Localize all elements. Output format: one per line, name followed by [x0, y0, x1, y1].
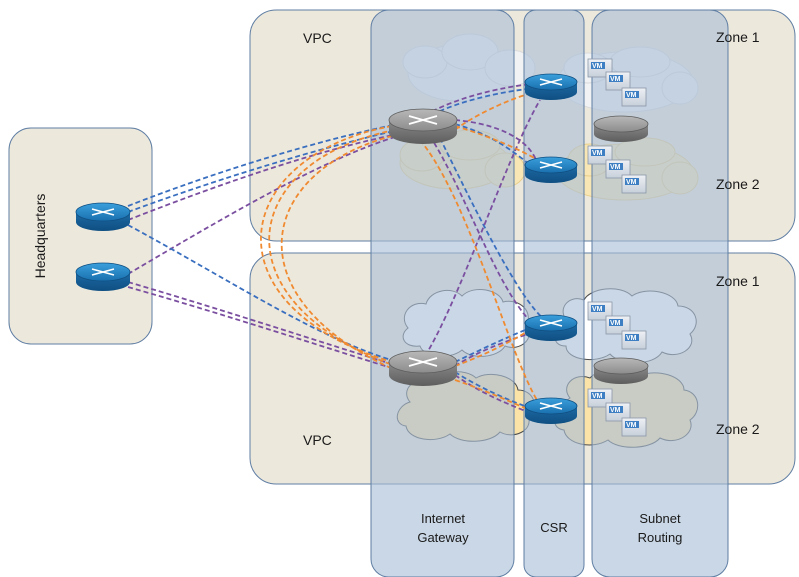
virtual-router-icon: [388, 108, 458, 144]
vpc-top-label: VPC: [303, 30, 332, 46]
zone2-top-label: Zone 2: [716, 176, 760, 192]
vm-icon: VM: [605, 402, 631, 422]
csr-label: CSR: [540, 520, 567, 535]
virtual-router-icon: [593, 357, 649, 384]
svg-text:VM: VM: [610, 164, 621, 171]
vm-icon: VM: [621, 87, 647, 107]
router-icon: [524, 73, 578, 100]
zone2-bottom-label: Zone 2: [716, 421, 760, 437]
vm-icon: VM: [587, 388, 613, 408]
svg-text:VM: VM: [592, 150, 603, 157]
vm-icon: VM: [605, 71, 631, 91]
virtual-router-icon: [388, 350, 458, 386]
vm-icon: VM: [621, 174, 647, 194]
subnet-routing-label-line1: Subnet: [639, 511, 681, 526]
vpc-bottom-label: VPC: [303, 432, 332, 448]
vm-icon: VM: [605, 159, 631, 179]
zone1-bottom-label: Zone 1: [716, 273, 760, 289]
zone1-top-label: Zone 1: [716, 29, 760, 45]
router-icon: [524, 156, 578, 183]
router-icon: [524, 314, 578, 341]
csr-column: [523, 9, 585, 577]
vm-stack-bottom-zone2: VM VM VM: [587, 388, 647, 437]
internet-gateway-label-line2: Gateway: [417, 530, 469, 545]
peering-links: [260, 91, 541, 411]
headquarters-box: [8, 127, 153, 345]
vm-icon: VM: [621, 417, 647, 437]
svg-text:VM: VM: [592, 306, 603, 313]
svg-text:VM: VM: [626, 92, 637, 99]
svg-text:VM: VM: [610, 407, 621, 414]
virtual-router-icon: [593, 115, 649, 142]
internet-gateway-column: [370, 9, 515, 577]
router-icon: [75, 262, 131, 291]
vm-icon: VM: [621, 330, 647, 350]
vm-icon: VM: [605, 315, 631, 335]
svg-text:VM: VM: [592, 63, 603, 70]
vm-icon: VM: [587, 145, 613, 165]
router-icon: [524, 397, 578, 424]
router-icon: [75, 202, 131, 231]
subnet-routing-column: [591, 9, 729, 577]
vm-icon: VM: [587, 301, 613, 321]
vm-stack-top-zone2: VM VM VM: [587, 145, 647, 194]
vm-stack-bottom-zone1: VM VM VM: [587, 301, 647, 350]
svg-text:VM: VM: [626, 179, 637, 186]
svg-text:VM: VM: [626, 422, 637, 429]
svg-text:VM: VM: [626, 335, 637, 342]
headquarters-label: Headquarters: [32, 194, 48, 279]
svg-text:VM: VM: [592, 393, 603, 400]
svg-text:VM: VM: [610, 320, 621, 327]
subnet-routing-label-line2: Routing: [638, 530, 683, 545]
internet-gateway-label-line1: Internet: [421, 511, 465, 526]
vm-stack-top-zone1: VM VM VM: [587, 58, 647, 107]
svg-text:VM: VM: [610, 76, 621, 83]
